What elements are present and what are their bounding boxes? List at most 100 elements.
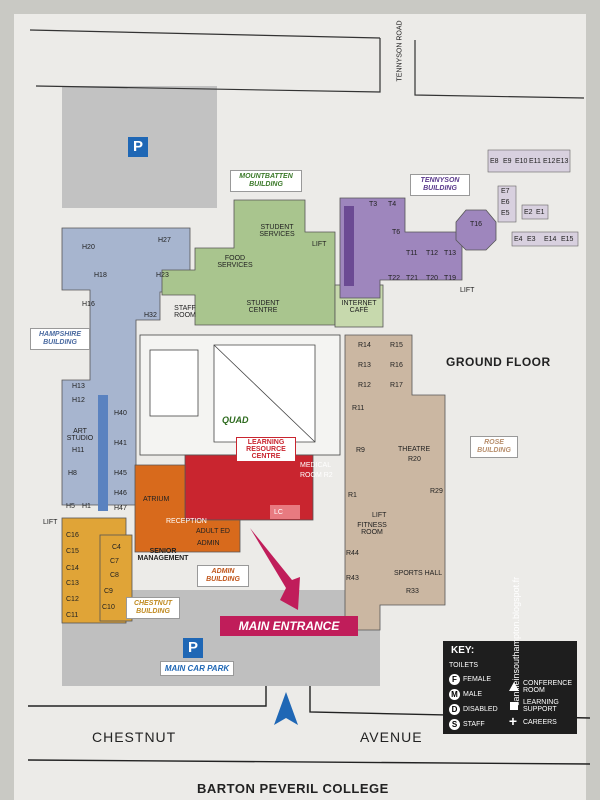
room-code: C14 (66, 565, 79, 572)
room-code: C4 (112, 544, 121, 551)
room-code: H16 (82, 301, 95, 308)
room-code: H8 (68, 470, 77, 477)
room-code: E9 (503, 158, 512, 165)
room-code: H47 (114, 505, 127, 512)
room-fitness: FITNESS ROOM (357, 522, 387, 536)
room-reception: RECEPTION (166, 518, 207, 525)
tennyson-road-edge (35, 38, 381, 93)
room-code: H40 (114, 410, 127, 417)
lift-tennyson-south: LIFT (460, 287, 475, 294)
room-adult-ed: ADULT ED (196, 528, 230, 535)
room-code: T6 (392, 229, 401, 236)
room-code: E11 (529, 158, 541, 165)
key-learning-support: LEARNING SUPPORT (523, 699, 559, 713)
room-code: C12 (66, 596, 79, 603)
room-code: T22 (388, 275, 401, 282)
rose-building-shape (344, 334, 446, 631)
room-art-studio: ART STUDIO (66, 428, 94, 442)
male-toilet-icon: M (449, 689, 460, 700)
room-lrc: LEARNING RESOURCE CENTRE (236, 437, 296, 462)
lc-room (270, 505, 300, 519)
room-code: R13 (358, 362, 371, 369)
staff-toilet-icon: S (449, 719, 460, 730)
admin-building-label: ADMIN BUILDING (197, 565, 249, 588)
room-code: C7 (110, 558, 119, 565)
chestnut-road-label: CHESTNUT (92, 729, 177, 745)
room-code: R11 (352, 405, 365, 412)
female-toilet-icon: F (449, 674, 460, 685)
tennyson-building-shape (339, 197, 463, 299)
room-code: R12 (358, 382, 371, 389)
room-code: C10 (102, 604, 115, 611)
room-code: E3 (527, 236, 536, 243)
chestnut-building-label: CHESTNUT BUILDING (126, 597, 180, 620)
key-staff: STAFF (463, 721, 485, 728)
room-code: R44 (346, 550, 359, 557)
key-female: FEMALE (463, 676, 492, 683)
room-code: R9 (356, 447, 365, 454)
room-code: E2 (524, 209, 533, 216)
room-code: T20 (426, 275, 439, 282)
mountbatten-building-shape (161, 199, 336, 326)
room-sports-hall: SPORTS HALL (394, 570, 443, 577)
room-code: T4 (388, 201, 397, 208)
college-name: BARTON PEVERIL COLLEGE (197, 781, 389, 796)
admin-building-shape (134, 464, 241, 553)
chestnut-avenue-top-edge (28, 685, 267, 707)
room-code: E13 (556, 158, 569, 165)
main-car-park-label: MAIN CAR PARK (160, 661, 234, 677)
room-code: E8 (490, 158, 499, 165)
room-code: H18 (94, 272, 107, 279)
room-student-services: STUDENT SERVICES (259, 224, 295, 238)
blue-entrance-arrow-shape (274, 692, 298, 725)
main-entrance-label: MAIN ENTRANCE (220, 616, 358, 636)
tennyson-road-edge-right (414, 40, 585, 99)
room-code: E14 (544, 236, 557, 243)
lift-chestnut: LIFT (43, 519, 58, 526)
key-disabled: DISABLED (463, 706, 498, 713)
room-code: R1 (348, 492, 357, 499)
room-code: T13 (444, 250, 457, 257)
room-code: H12 (72, 397, 85, 404)
room-code: T19 (444, 275, 457, 282)
room-code: E1 (536, 209, 545, 216)
room-code: R17 (390, 382, 403, 389)
room-code: H5 (66, 503, 75, 510)
room-code: H27 (158, 237, 171, 244)
tennyson-building-label: TENNYSON BUILDING (410, 174, 470, 197)
site-boundary (29, 29, 381, 39)
room-code: C11 (66, 612, 79, 619)
room-medical: MEDICAL (300, 462, 332, 469)
room-internet-cafe: INTERNET CAFÉ (341, 300, 377, 314)
room-code: T21 (406, 275, 419, 282)
room-code: H32 (144, 312, 157, 319)
room-code: E5 (501, 210, 510, 217)
t16-building-shape (455, 209, 497, 251)
chestnut-avenue-bottom-edge (27, 759, 591, 765)
main-entrance-arrow (250, 528, 300, 610)
quad-lawn-left (149, 349, 199, 417)
learning-support-icon (510, 702, 518, 710)
conference-room-icon (509, 682, 519, 691)
room-code: T3 (369, 201, 378, 208)
room-theatre: THEATRE (398, 446, 431, 453)
room-code: H23 (156, 272, 169, 279)
room-code: R14 (358, 342, 371, 349)
room-code: T11 (406, 250, 418, 257)
key-conference-room: CONFERENCE ROOM (523, 680, 573, 694)
careers-icon: + (508, 713, 518, 729)
floor-title: GROUND FLOOR (446, 355, 551, 369)
room-code: H41 (114, 440, 127, 447)
avenue-road-label: AVENUE (360, 729, 423, 745)
room-code: R43 (346, 575, 359, 582)
room-code: R16 (390, 362, 403, 369)
room-r33: R33 (406, 588, 419, 595)
room-code: T12 (426, 250, 439, 257)
room-senior-management: SENIOR MANAGEMENT (137, 548, 189, 562)
room-admin: ADMIN (197, 540, 220, 547)
room-code: E10 (515, 158, 528, 165)
room-code: H46 (114, 490, 127, 497)
room-code: R29 (430, 488, 443, 495)
tennyson-road-label: TENNYSON ROAD (396, 20, 404, 82)
disabled-toilet-icon: D (449, 704, 460, 715)
